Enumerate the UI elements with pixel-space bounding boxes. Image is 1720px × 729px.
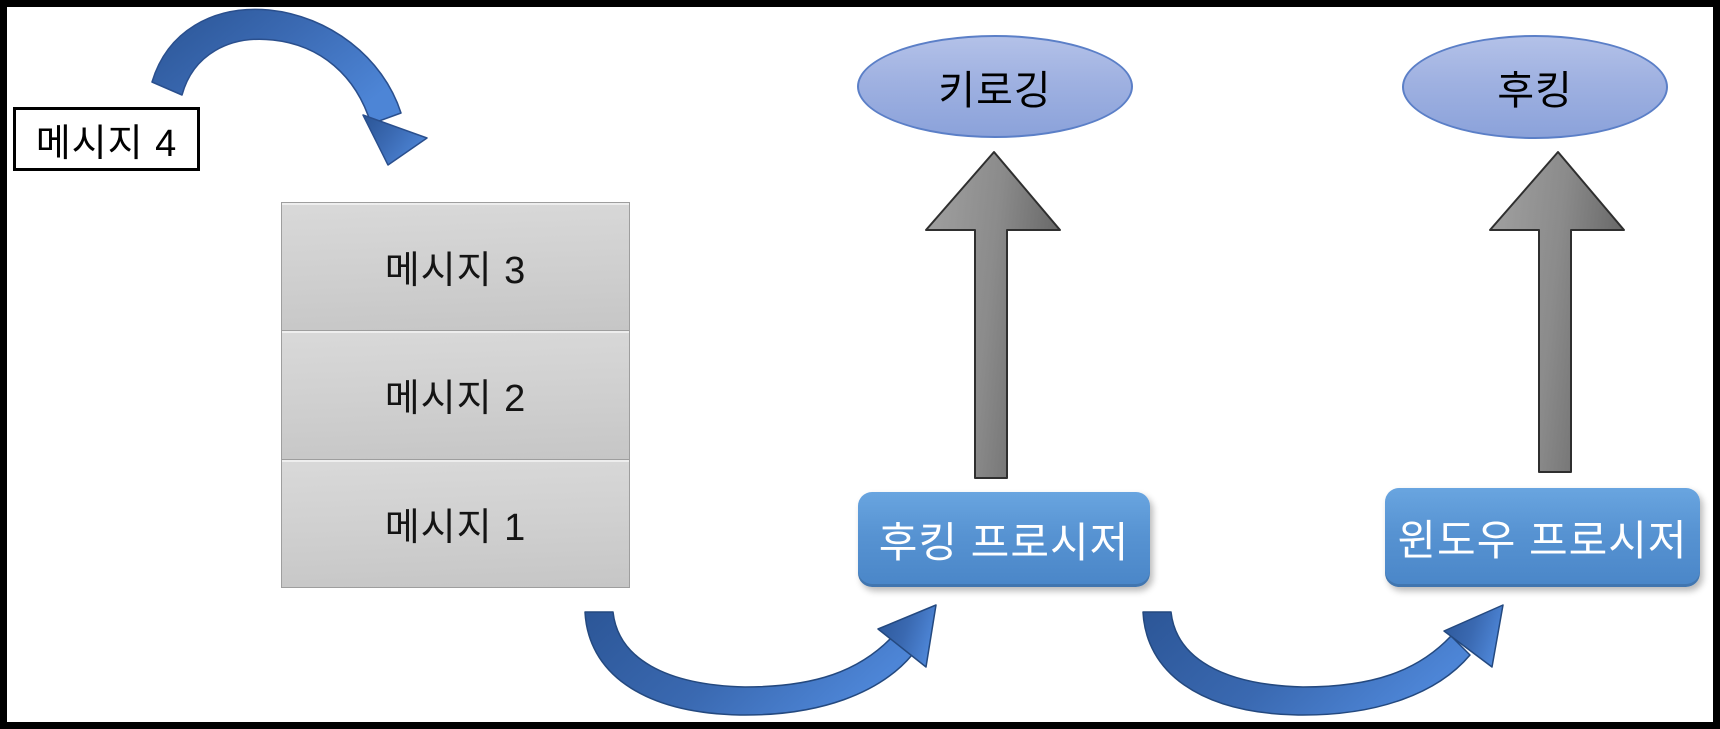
- queue-item-label: 메시지 2: [384, 378, 527, 421]
- window-procedure-label: 윈도우 프로시저: [1397, 517, 1688, 564]
- incoming-message-curved-arrow: [151, 8, 428, 166]
- queue-to-hook-procedure-curved-arrow: [584, 604, 937, 716]
- queue-item: 메시지 3: [281, 202, 630, 332]
- keylogging-ellipse: 키로깅: [857, 35, 1133, 138]
- message-queue: 메시지 3 메시지 2 메시지 1: [281, 202, 630, 588]
- hook-procedure-up-block-arrow: [925, 151, 1061, 479]
- hook-procedure-label: 후킹 프로시저: [878, 519, 1130, 566]
- arrows-layer: [151, 8, 1625, 716]
- window-procedure-up-block-arrow: [1489, 151, 1625, 473]
- hooking-ellipse: 후킹: [1402, 35, 1668, 139]
- hook-to-window-procedure-curved-arrow: [1142, 604, 1504, 716]
- queue-item-label: 메시지 1: [384, 506, 527, 549]
- queue-item-label: 메시지 3: [384, 250, 527, 293]
- incoming-message-label: 메시지 4: [35, 122, 178, 165]
- incoming-message-box: 메시지 4: [13, 107, 200, 171]
- keylogging-label: 키로깅: [938, 68, 1052, 113]
- hooking-label: 후킹: [1497, 69, 1573, 113]
- queue-item: 메시지 2: [281, 330, 630, 460]
- window-procedure-box: 윈도우 프로시저: [1385, 488, 1700, 587]
- queue-item: 메시지 1: [281, 458, 630, 588]
- hook-procedure-box: 후킹 프로시저: [858, 492, 1150, 587]
